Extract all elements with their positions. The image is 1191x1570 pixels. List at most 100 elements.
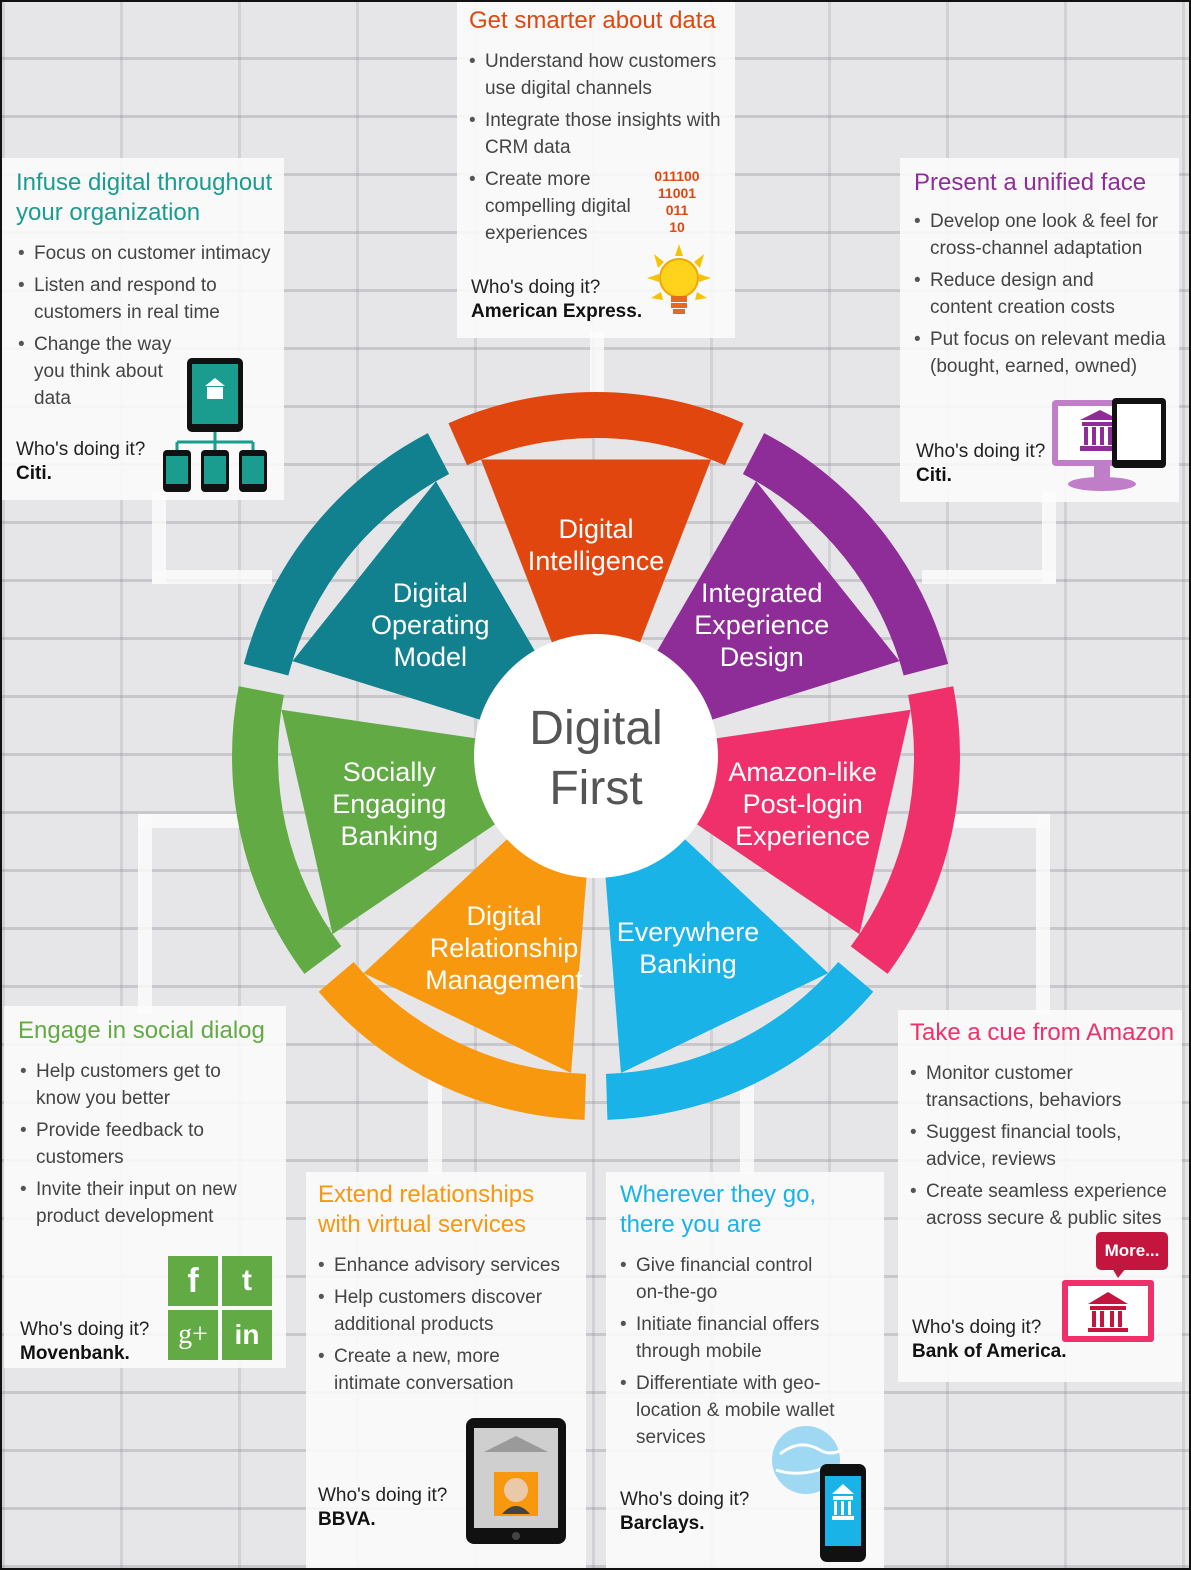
card-title: Get smarter about data (469, 7, 716, 34)
card-extend: Extend relationships with virtual servic… (306, 1172, 586, 1568)
bullet: Give financial control on-the-go (618, 1252, 836, 1306)
bullet: Understand how customers use digital cha… (467, 48, 729, 102)
inner-segment-experience[interactable] (651, 481, 900, 724)
card-title: Extend relationships with virtual servic… (318, 1181, 535, 1238)
google-plus-icon[interactable]: g+ (168, 1310, 218, 1360)
connector (152, 492, 166, 584)
outer-segment-everywhere (605, 961, 874, 1120)
bullet: Invite their input on new product develo… (18, 1176, 268, 1230)
who-label: Who's doing it? (471, 277, 601, 298)
segment-label-experience: Experience (694, 610, 829, 640)
who-label: Who's doing it? (318, 1485, 448, 1506)
bullet: Differentiate with geo-location & mobile… (618, 1370, 848, 1451)
segment-label-amazon: Post-login (743, 789, 863, 819)
lightbulb-icon (647, 244, 711, 314)
twitter-icon[interactable]: t (222, 1256, 272, 1306)
segment-label-operating: Model (393, 642, 467, 672)
monitor-tablet-icon (1052, 398, 1166, 491)
segment-label-everywhere: Banking (639, 949, 737, 979)
who-company: Barclays. (620, 1513, 705, 1534)
who-company: Citi. (916, 465, 952, 486)
bullet: Provide feedback to customers (18, 1117, 226, 1171)
segment-label-relationship: Relationship (430, 933, 579, 963)
inner-segment-social[interactable] (281, 709, 505, 935)
inner-segment-everywhere[interactable] (604, 831, 829, 1074)
who-label: Who's doing it? (16, 439, 146, 460)
card-unified: Present a unified face Develop one look … (900, 158, 1179, 502)
connector (1036, 814, 1050, 1014)
segment-label-operating: Operating (371, 610, 490, 640)
segment-label-social: Engaging (332, 789, 446, 819)
segment-label-relationship: Management (425, 965, 583, 995)
who-label: Who's doing it? (916, 441, 1046, 462)
inner-segment-operating[interactable] (292, 481, 541, 724)
linkedin-icon[interactable]: in (222, 1310, 272, 1360)
connector (138, 814, 258, 828)
segment-label-amazon: Amazon-like (728, 757, 877, 787)
outer-segment-relationship (318, 961, 587, 1120)
outer-segment-intelligence (448, 392, 744, 466)
who-company: Bank of America. (912, 1341, 1067, 1362)
center-title-line2: First (549, 762, 642, 815)
globe-phone-icon (772, 1426, 866, 1562)
connector (922, 570, 1056, 584)
outer-segment-social (231, 686, 342, 974)
card-amazon: Take a cue from Amazon Monitor customer … (898, 1010, 1182, 1382)
card-social: Engage in social dialog Help customers g… (4, 1006, 286, 1368)
connector (428, 1064, 442, 1174)
tablet-advisor-icon (466, 1418, 566, 1544)
connector (932, 814, 1050, 828)
bullet: Reduce design and content creation costs (912, 267, 1160, 321)
segment-label-relationship: Digital (467, 901, 542, 931)
card-wherever: Wherever they go, there you are Give fin… (606, 1172, 884, 1568)
connector (590, 332, 604, 402)
bullet: Listen and respond to customers in real … (16, 272, 234, 326)
segment-label-amazon: Experience (735, 821, 870, 851)
segment-label-intelligence: Intelligence (528, 546, 665, 576)
segment-label-social: Socially (343, 757, 437, 787)
segment-label-experience: Design (720, 642, 804, 672)
bullet: Create more compelling digital experienc… (467, 166, 645, 247)
who-label: Who's doing it? (620, 1489, 750, 1510)
segment-label-operating: Digital (393, 578, 468, 608)
card-infuse: Infuse digital throughout your organizat… (2, 158, 284, 500)
tablet-network-icon (163, 358, 267, 492)
connector (1042, 492, 1056, 584)
segment-label-social: Banking (341, 821, 439, 851)
card-title: Present a unified face (914, 169, 1147, 196)
bullet: Develop one look & feel for cross-channe… (912, 208, 1176, 262)
inner-segment-intelligence[interactable] (480, 459, 712, 654)
who-company: Movenbank. (20, 1343, 130, 1364)
facebook-icon[interactable]: f (168, 1256, 218, 1306)
bullet: Help customers get to know you better (18, 1058, 236, 1112)
bullet: Put focus on relevant media (bought, ear… (912, 326, 1176, 380)
inner-segment-relationship[interactable] (363, 831, 588, 1074)
segment-label-everywhere: Everywhere (617, 917, 760, 947)
card-title: Infuse digital throughout your organizat… (16, 169, 273, 226)
more-speech-bubble[interactable]: More... (1096, 1232, 1168, 1270)
who-label: Who's doing it? (912, 1317, 1042, 1338)
bullet: Help customers discover additional produ… (316, 1284, 574, 1338)
connector (152, 570, 272, 584)
card-title: Engage in social dialog (18, 1017, 265, 1044)
bullet: Create a new, more intimate conversation (316, 1343, 554, 1397)
center-circle (474, 634, 718, 878)
outer-segment-operating (243, 433, 450, 676)
card-data: Get smarter about data Understand how cu… (457, 2, 735, 338)
bullet: Integrate those insights with CRM data (467, 107, 729, 161)
who-company: Citi. (16, 463, 52, 484)
who-label: Who's doing it? (20, 1319, 150, 1340)
bullet: Create seamless experience across secure… (908, 1178, 1174, 1232)
who-company: American Express. (471, 301, 643, 322)
bullet: Monitor customer transactions, behaviors (908, 1060, 1136, 1114)
inner-segment-amazon[interactable] (687, 709, 911, 935)
connector (740, 1064, 754, 1174)
card-title: Take a cue from Amazon (910, 1019, 1175, 1046)
who-company: BBVA. (318, 1509, 376, 1530)
outer-segment-experience (742, 433, 949, 676)
outer-segment-amazon (850, 686, 960, 974)
bullet: Enhance advisory services (316, 1252, 580, 1279)
center-title-line1: Digital (529, 702, 662, 755)
